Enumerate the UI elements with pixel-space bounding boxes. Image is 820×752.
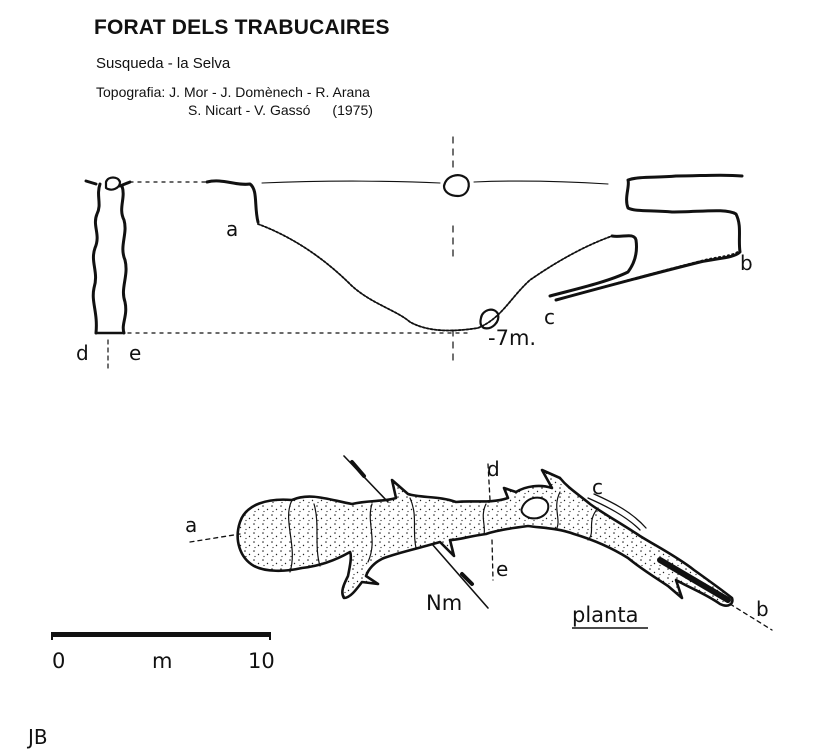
- plan-label-c: c: [592, 475, 603, 499]
- gallery-floor-stipple: [561, 249, 741, 299]
- plan-label-d: d: [487, 457, 500, 481]
- section-label-b: b: [740, 251, 753, 275]
- section-label-e: e: [129, 341, 141, 365]
- plan-division-1: [288, 499, 293, 573]
- cave-plan: [236, 468, 734, 607]
- chamber-ceiling-a: [205, 179, 260, 224]
- plan-division-3: [367, 503, 373, 563]
- plan-axes: [189, 455, 773, 631]
- plan-axis-a: [189, 533, 241, 543]
- section-label-c: c: [544, 305, 555, 329]
- scale-bar: [51, 632, 271, 640]
- section-depth-label: -7m.: [488, 326, 536, 350]
- scale-start-label: 0: [52, 649, 65, 673]
- scale-unit-label: m: [152, 649, 172, 673]
- section-label-d: d: [76, 341, 89, 365]
- plan-outline: [236, 468, 734, 607]
- boulder-bottom: [479, 308, 500, 330]
- plan-division-7: [587, 507, 599, 541]
- plan-axis-de: [487, 463, 494, 581]
- shaft-left-wall: [91, 182, 102, 335]
- gallery-upper-wall: [548, 234, 638, 298]
- cave-location: Susqueda - la Selva: [96, 55, 231, 72]
- chamber-floor-solid: [257, 223, 613, 332]
- plan-passage-c: [587, 493, 647, 531]
- north-label: Nm: [426, 591, 462, 615]
- plan-boulder: [520, 496, 550, 520]
- survey-credits-line2: S. Nicart - V. Gassó (1975): [188, 102, 373, 118]
- gallery-lower-wall: [554, 173, 744, 302]
- shaft-right-wall: [120, 184, 128, 335]
- plan-label-b: b: [756, 597, 769, 621]
- shaft-top: [84, 179, 132, 188]
- author-signature: JB: [26, 725, 48, 749]
- cave-section: [84, 136, 744, 369]
- boulder-top: [442, 174, 470, 198]
- plan-axis-b: [729, 603, 773, 631]
- plan-label-e: e: [496, 557, 508, 581]
- section-top-datum-right: [261, 180, 609, 185]
- plan-caption: planta: [572, 603, 638, 627]
- scale-bar-ticks: [51, 632, 271, 640]
- plan-division-6: [555, 491, 561, 531]
- plan-division-2: [313, 503, 321, 567]
- cave-title: FORAT DELS TRABUCAIRES: [94, 16, 390, 39]
- plan-label-a: a: [185, 513, 197, 537]
- survey-credits-names: S. Nicart - V. Gassó: [188, 102, 311, 118]
- survey-year: (1975): [332, 102, 373, 118]
- plan-division-4: [409, 497, 417, 549]
- section-label-a: a: [226, 217, 238, 241]
- scale-end-label: 10: [248, 649, 275, 673]
- plan-passage-b: [657, 557, 731, 603]
- survey-credits-line1: Topografia: J. Mor - J. Domènech - R. Ar…: [96, 84, 370, 100]
- chamber-floor: [257, 223, 613, 332]
- plan-division-5: [482, 503, 487, 535]
- scale-bar-line: [52, 632, 270, 637]
- boulder-shaft: [104, 176, 122, 191]
- north-arrow-head: [460, 572, 474, 586]
- north-arrow-shaft: [431, 543, 489, 609]
- north-arrow-tick-head: [350, 460, 366, 478]
